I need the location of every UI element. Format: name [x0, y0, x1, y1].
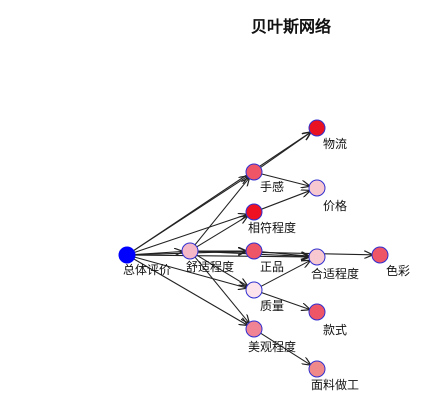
node-fit: 合适程度 [308, 248, 359, 281]
node-label-material: 面料做工 [311, 377, 359, 392]
edge-root-to-match [134, 215, 247, 253]
node-label-match: 相符程度 [248, 220, 296, 235]
node-circle-match [245, 203, 263, 221]
node-price: 价格 [308, 179, 347, 213]
edge-genuine-to-fit [261, 251, 309, 256]
edge-comfort-to-feel [194, 178, 249, 246]
node-match: 相符程度 [245, 203, 296, 235]
node-label-feel: 手感 [260, 179, 284, 194]
edge-root-to-fit [134, 255, 309, 257]
edge-root-to-logistics [133, 132, 311, 252]
node-genuine: 正品 [245, 242, 284, 274]
node-label-genuine: 正品 [260, 260, 284, 274]
node-label-root: 总体评价 [123, 263, 171, 277]
node-style: 款式 [308, 303, 347, 337]
node-material: 面料做工 [308, 360, 359, 392]
node-label-fit: 合适程度 [311, 266, 359, 281]
node-label-appearance: 美观程度 [248, 339, 296, 354]
edge-feel-to-logistics [260, 133, 311, 168]
node-circle-genuine [245, 242, 263, 260]
edge-match-to-price [261, 191, 310, 210]
node-root: 总体评价 [118, 246, 171, 277]
node-circle-color [371, 246, 389, 264]
node-label-style: 款式 [323, 323, 347, 337]
node-circle-quality [245, 281, 263, 299]
edge-feel-to-price [261, 173, 309, 186]
node-logistics: 物流 [308, 119, 347, 151]
node-circle-feel [245, 163, 263, 181]
edge-appearance-to-material [260, 332, 310, 364]
node-circle-appearance [245, 320, 263, 338]
node-circle-style [308, 303, 326, 321]
node-label-color: 色彩 [386, 264, 410, 278]
node-circle-fit [308, 248, 326, 266]
node-circle-root [118, 246, 136, 264]
node-label-comfort: 舒适程度 [186, 259, 234, 274]
edge-comfort-to-quality [196, 254, 247, 286]
edge-comfort-to-appearance [194, 256, 249, 323]
node-feel: 手感 [245, 163, 284, 194]
edge-comfort-to-color [197, 251, 372, 255]
edge-quality-to-fit [260, 261, 310, 287]
node-label-price: 价格 [323, 198, 347, 213]
node-color: 色彩 [371, 246, 410, 278]
node-circle-logistics [308, 119, 326, 137]
edge-comfort-to-match [196, 216, 247, 248]
node-label-logistics: 物流 [323, 137, 347, 151]
edge-quality-to-style [261, 292, 310, 310]
diagram-title: 贝叶斯网络 [251, 17, 331, 36]
node-appearance: 美观程度 [245, 320, 296, 354]
node-circle-material [308, 360, 326, 378]
edge-root-to-appearance [133, 258, 247, 325]
node-comfort: 舒适程度 [181, 242, 234, 274]
node-circle-comfort [181, 242, 199, 260]
edge-root-to-quality [134, 256, 247, 288]
node-circle-price [308, 179, 326, 197]
node-quality: 质量 [245, 281, 284, 313]
node-label-quality: 质量 [260, 299, 284, 313]
